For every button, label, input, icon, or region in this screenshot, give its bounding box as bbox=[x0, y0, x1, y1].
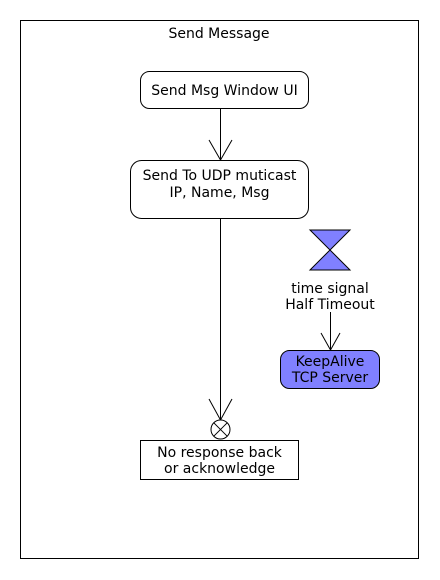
time-signal-line2: Half Timeout bbox=[285, 297, 375, 313]
node-keepalive bbox=[280, 350, 380, 389]
node-send-udp-line2: IP, Name, Msg bbox=[170, 185, 270, 201]
node-no-response-line2: or acknowledge bbox=[164, 461, 275, 477]
frame-title: Send Message bbox=[168, 26, 269, 42]
flow-final-node bbox=[210, 419, 231, 440]
node-keepalive-line1: KeepAlive bbox=[296, 354, 365, 370]
diagram-frame bbox=[20, 20, 419, 559]
node-send-udp bbox=[130, 160, 309, 219]
node-send-udp-line1: Send To UDP muticast bbox=[143, 168, 297, 184]
node-no-response bbox=[140, 440, 299, 480]
node-keepalive-line2: TCP Server bbox=[291, 370, 369, 386]
node-no-response-line1: No response back bbox=[157, 445, 283, 461]
hourglass-icon bbox=[308, 229, 352, 271]
time-signal-line1: time signal bbox=[291, 281, 369, 297]
node-send-msg-window bbox=[140, 71, 309, 109]
node-send-msg-window-label: Send Msg Window UI bbox=[151, 83, 297, 99]
